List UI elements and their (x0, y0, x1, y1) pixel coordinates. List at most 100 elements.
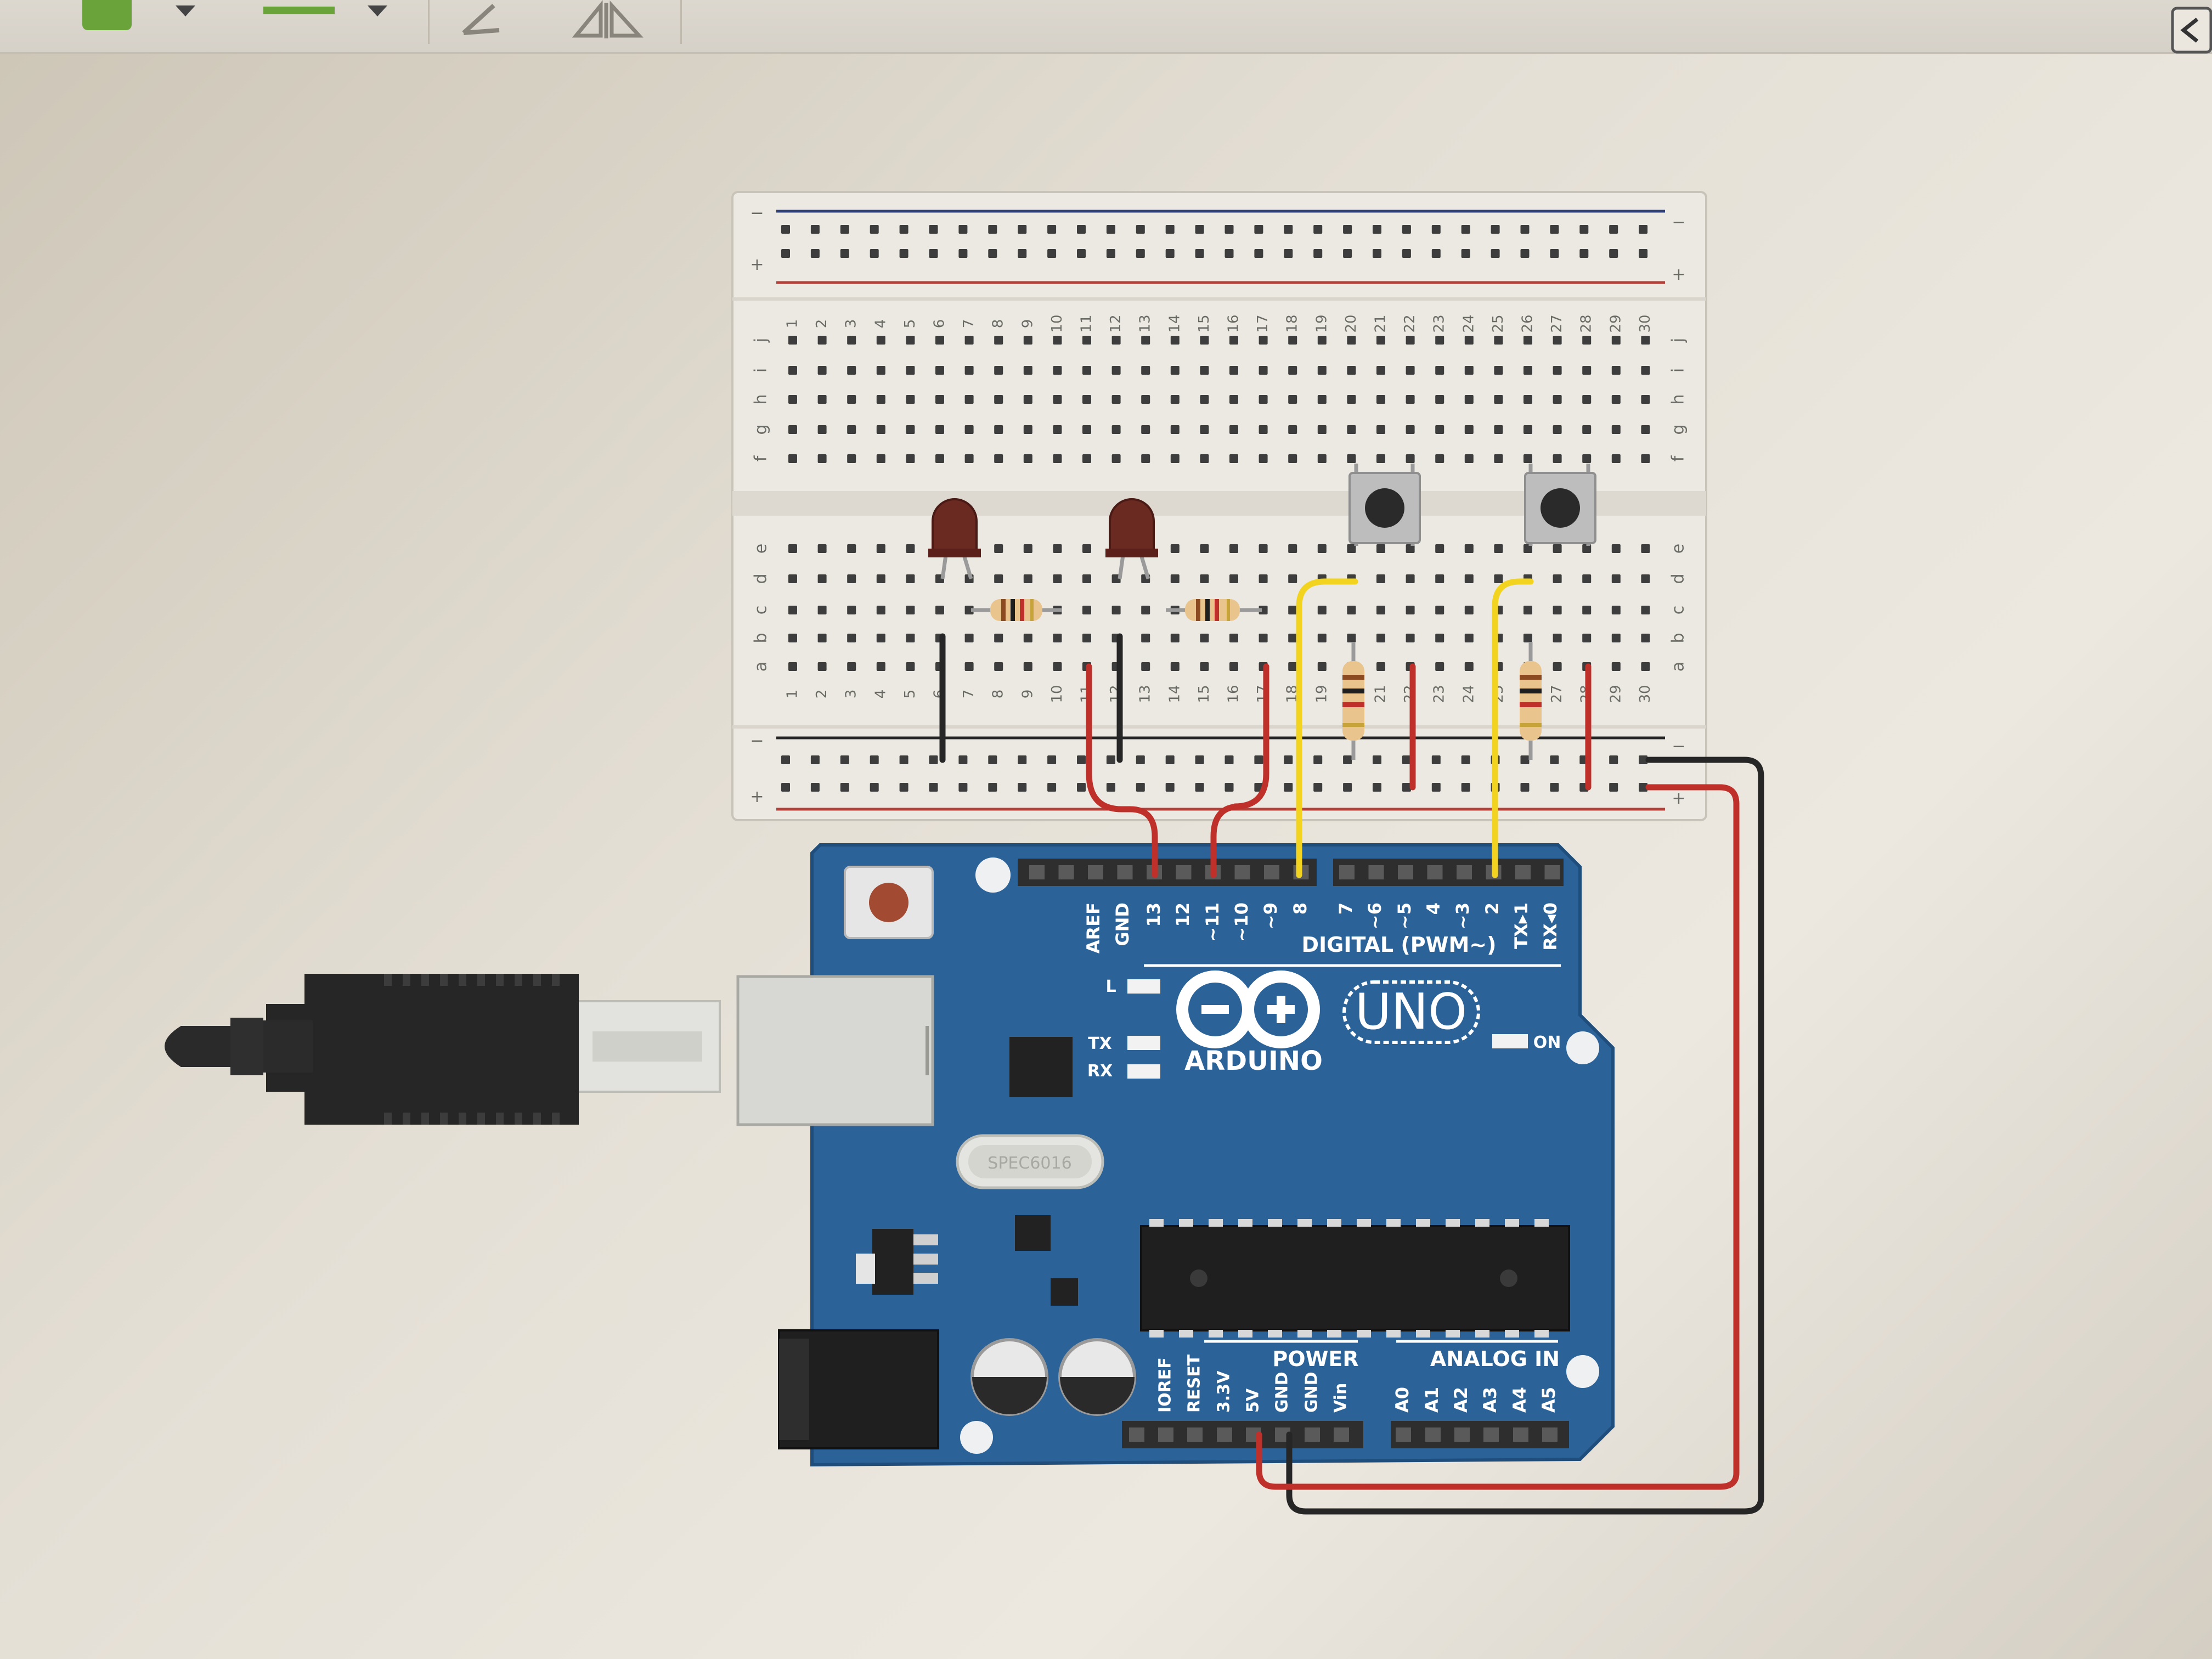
breadboard-hole[interactable] (1553, 606, 1562, 614)
breadboard-hole[interactable] (1195, 755, 1204, 764)
breadboard-hole[interactable] (840, 783, 849, 792)
breadboard-hole[interactable] (1376, 606, 1385, 614)
breadboard-hole[interactable] (1639, 225, 1648, 234)
breadboard-hole[interactable] (847, 574, 856, 583)
breadboard-hole[interactable] (1491, 249, 1500, 258)
breadboard-hole[interactable] (847, 606, 856, 614)
pin-socket[interactable] (1513, 1427, 1528, 1442)
breadboard-hole[interactable] (1523, 454, 1532, 463)
breadboard-hole[interactable] (1376, 662, 1385, 671)
breadboard-hole[interactable] (876, 336, 885, 345)
breadboard-hole[interactable] (1136, 225, 1145, 234)
breadboard-hole[interactable] (1111, 606, 1121, 614)
breadboard-hole[interactable] (1111, 336, 1121, 345)
breadboard-hole[interactable] (781, 225, 790, 234)
breadboard-hole[interactable] (906, 606, 915, 614)
breadboard-hole[interactable] (1313, 755, 1323, 764)
breadboard-hole[interactable] (876, 454, 885, 463)
pin-socket[interactable] (1334, 1427, 1349, 1442)
breadboard-hole[interactable] (876, 366, 885, 375)
breadboard-hole[interactable] (1317, 662, 1327, 671)
breadboard-hole[interactable] (876, 634, 885, 642)
breadboard-hole[interactable] (870, 249, 879, 258)
breadboard-hole[interactable] (988, 755, 997, 764)
breadboard-hole[interactable] (1018, 783, 1027, 792)
breadboard-hole[interactable] (1406, 544, 1415, 553)
breadboard-hole[interactable] (935, 454, 944, 463)
breadboard-hole[interactable] (1200, 454, 1209, 463)
breadboard-hole[interactable] (1284, 249, 1293, 258)
chevron-down-icon[interactable] (176, 5, 195, 16)
breadboard-hole[interactable] (994, 336, 1003, 345)
breadboard-hole[interactable] (1406, 634, 1415, 642)
breadboard-hole[interactable] (935, 366, 944, 375)
pushbutton[interactable] (1524, 464, 1596, 546)
breadboard-hole[interactable] (1639, 249, 1648, 258)
breadboard-hole[interactable] (1609, 783, 1618, 792)
breadboard-hole[interactable] (810, 783, 820, 792)
breadboard-hole[interactable] (817, 395, 827, 404)
breadboard-hole[interactable] (1023, 634, 1032, 642)
breadboard-hole[interactable] (1082, 634, 1091, 642)
breadboard-hole[interactable] (1376, 395, 1385, 404)
breadboard-hole[interactable] (876, 544, 885, 553)
wire-yellow[interactable] (1296, 578, 1358, 878)
breadboard-hole[interactable] (899, 225, 909, 234)
breadboard-hole[interactable] (1284, 755, 1293, 764)
breadboard-hole[interactable] (817, 574, 827, 583)
breadboard-hole[interactable] (1611, 634, 1621, 642)
breadboard-hole[interactable] (1343, 783, 1352, 792)
breadboard-hole[interactable] (1170, 544, 1180, 553)
breadboard-hole[interactable] (1347, 606, 1356, 614)
breadboard-hole[interactable] (1053, 454, 1062, 463)
breadboard-hole[interactable] (1406, 454, 1415, 463)
breadboard-hole[interactable] (847, 336, 856, 345)
breadboard-hole[interactable] (1047, 755, 1057, 764)
breadboard-hole[interactable] (1229, 395, 1238, 404)
pin-socket[interactable] (1457, 865, 1472, 879)
breadboard-hole[interactable] (1553, 425, 1562, 434)
breadboard-hole[interactable] (1141, 634, 1150, 642)
breadboard-hole[interactable] (906, 366, 915, 375)
breadboard-hole[interactable] (1553, 634, 1562, 642)
breadboard-hole[interactable] (1259, 544, 1268, 553)
breadboard-hole[interactable] (1494, 544, 1503, 553)
breadboard-hole[interactable] (1288, 544, 1297, 553)
breadboard-hole[interactable] (906, 634, 915, 642)
breadboard-hole[interactable] (988, 783, 997, 792)
breadboard-hole[interactable] (994, 395, 1003, 404)
breadboard-hole[interactable] (1082, 336, 1091, 345)
breadboard-hole[interactable] (1254, 225, 1263, 234)
breadboard-hole[interactable] (1317, 606, 1327, 614)
breadboard-hole[interactable] (840, 249, 849, 258)
breadboard-hole[interactable] (1550, 249, 1559, 258)
breadboard-hole[interactable] (1170, 366, 1180, 375)
breadboard-hole[interactable] (935, 425, 944, 434)
breadboard-hole[interactable] (1141, 395, 1150, 404)
breadboard-hole[interactable] (1141, 454, 1150, 463)
breadboard-hole[interactable] (1553, 574, 1562, 583)
breadboard-hole[interactable] (1609, 225, 1618, 234)
breadboard-hole[interactable] (1641, 634, 1650, 642)
pin-socket[interactable] (1368, 865, 1384, 879)
breadboard-hole[interactable] (1077, 225, 1086, 234)
breadboard-hole[interactable] (847, 425, 856, 434)
breadboard-hole[interactable] (847, 395, 856, 404)
wire-red[interactable] (1086, 663, 1158, 878)
breadboard-hole[interactable] (1200, 544, 1209, 553)
breadboard-hole[interactable] (1141, 425, 1150, 434)
breadboard-hole[interactable] (1288, 395, 1297, 404)
breadboard-hole[interactable] (870, 783, 879, 792)
breadboard-hole[interactable] (847, 454, 856, 463)
color-swatch-button[interactable] (82, 0, 132, 30)
breadboard-hole[interactable] (1582, 574, 1592, 583)
breadboard-hole[interactable] (876, 425, 885, 434)
breadboard-hole[interactable] (1347, 336, 1356, 345)
breadboard-hole[interactable] (964, 395, 974, 404)
breadboard-hole[interactable] (958, 783, 968, 792)
breadboard-hole[interactable] (1053, 425, 1062, 434)
breadboard-hole[interactable] (1111, 366, 1121, 375)
breadboard-hole[interactable] (1431, 783, 1441, 792)
breadboard-hole[interactable] (964, 366, 974, 375)
breadboard-hole[interactable] (1464, 606, 1474, 614)
